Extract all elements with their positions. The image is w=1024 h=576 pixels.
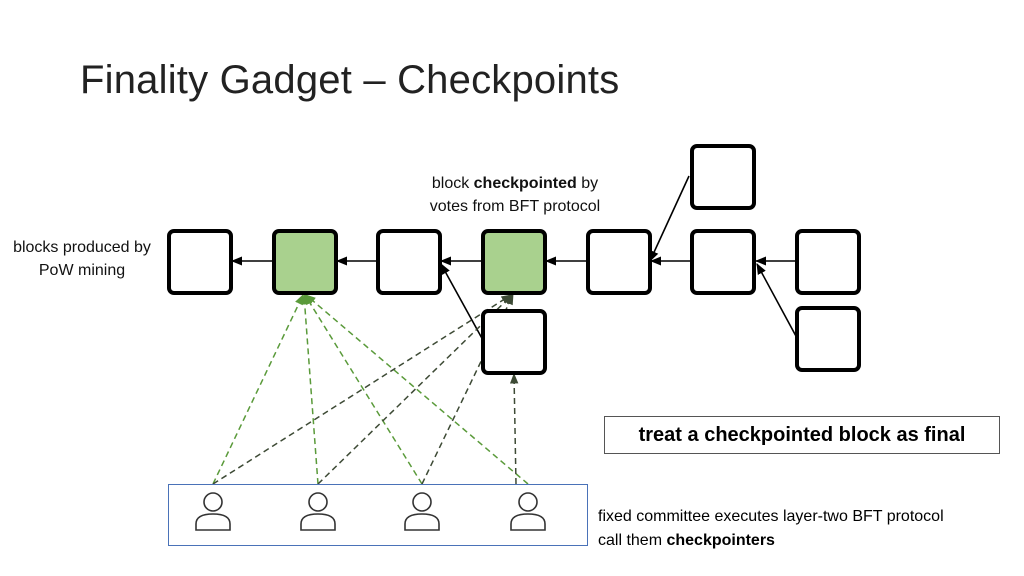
block <box>795 229 861 295</box>
fork-block <box>690 144 756 210</box>
checkpoint-label-bold: checkpointed <box>473 175 577 192</box>
pow-label-line2: PoW mining <box>38 262 126 279</box>
checkpoint-label-line1: block checkpointed by <box>410 172 620 195</box>
block <box>376 229 442 295</box>
committee-label-pre: call them <box>598 532 667 549</box>
committee-box <box>168 484 588 546</box>
block <box>586 229 652 295</box>
fork-link <box>440 263 485 343</box>
person-icon <box>300 492 336 531</box>
block <box>167 229 233 295</box>
block <box>690 229 756 295</box>
committee-label-line1: fixed committee executes layer-two BFT p… <box>598 508 944 525</box>
vote-arrow <box>212 294 304 485</box>
committee-label-bold: checkpointers <box>666 532 775 549</box>
checkpoint-label: block checkpointed by votes from BFT pro… <box>410 172 620 218</box>
vote-arrow <box>304 294 423 485</box>
person-icon <box>510 492 546 531</box>
checkpoint-label-pre: block <box>431 175 474 192</box>
checkpointed-block <box>481 229 547 295</box>
fork-link <box>756 263 798 339</box>
vote-arrow <box>212 294 512 485</box>
checkpoint-label-post: by <box>576 175 599 192</box>
checkpointed-block <box>272 229 338 295</box>
person-icon <box>195 492 231 531</box>
fork-block <box>481 309 547 375</box>
vote-arrow <box>317 294 513 485</box>
vote-arrow <box>300 293 319 485</box>
vote-arrow <box>509 372 519 485</box>
committee-label-line2: call them checkpointers <box>598 529 944 553</box>
fork-block <box>795 306 861 372</box>
person-icon <box>404 492 440 531</box>
vote-arrow <box>305 294 529 485</box>
pow-label: blocks produced by PoW mining <box>4 236 160 282</box>
final-callout: treat a checkpointed block as final <box>604 416 1000 454</box>
fork-link <box>649 175 690 263</box>
pow-label-line1: blocks produced by <box>13 239 151 256</box>
page-title: Finality Gadget – Checkpoints <box>80 58 620 102</box>
committee-label: fixed committee executes layer-two BFT p… <box>598 505 944 553</box>
checkpoint-label-line2: votes from BFT protocol <box>429 198 601 215</box>
